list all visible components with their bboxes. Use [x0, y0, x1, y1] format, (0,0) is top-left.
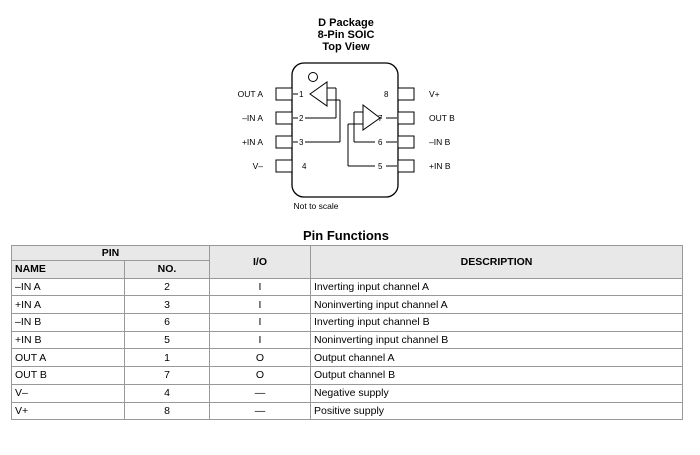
header-description: DESCRIPTION	[310, 245, 683, 279]
cell-io: I	[209, 330, 311, 350]
pin1-marker	[308, 72, 318, 82]
cell-io: I	[209, 277, 311, 297]
package-body	[291, 62, 399, 198]
pin-label-left: V–	[253, 161, 264, 171]
cell-desc: Negative supply	[310, 383, 683, 403]
pin-number: 1	[299, 90, 304, 99]
pin-number: 6	[378, 138, 383, 147]
header-io: I/O	[209, 245, 311, 279]
table-row: +IN B 5 I Noninverting input channel B	[11, 330, 683, 350]
op-amp-a-symbol	[305, 81, 341, 143]
pin-label-right: +IN B	[429, 161, 451, 171]
pin-label-right: –IN B	[429, 137, 451, 147]
pin-label-left: OUT A	[238, 89, 264, 99]
cell-name: –IN A	[11, 277, 125, 297]
cell-name: OUT B	[11, 366, 125, 385]
cell-name: OUT A	[11, 348, 125, 368]
table-row: +IN A 3 I Noninverting input channel A	[11, 295, 683, 315]
table-row: OUT B 7 O Output channel B	[11, 366, 683, 385]
pin-number: 4	[302, 162, 307, 171]
op-amp-b-symbol	[347, 103, 382, 167]
package-view: Top View	[322, 41, 370, 53]
pin-tab-7	[397, 111, 415, 125]
pin-functions-table: PIN I/O DESCRIPTION NAME NO. –IN A 2 I I…	[11, 245, 683, 421]
pin-tab-2	[275, 111, 293, 125]
cell-desc: Output channel B	[310, 366, 683, 385]
pin-number: 8	[384, 90, 389, 99]
header-name: NAME	[11, 260, 125, 279]
pinout-diagram: OUT A –IN A +IN A V– V+ OUT B –IN B +IN …	[238, 62, 455, 211]
pin-tab-6	[397, 135, 415, 149]
cell-name: –IN B	[11, 313, 125, 332]
table-row: –IN B 6 I Inverting input channel B	[11, 313, 683, 332]
scale-note: Not to scale	[294, 201, 339, 211]
package-type: 8-Pin SOIC	[317, 29, 375, 41]
cell-name: V–	[11, 383, 125, 403]
cell-no: 1	[124, 348, 210, 368]
cell-io: I	[209, 313, 311, 332]
cell-io: O	[209, 366, 311, 385]
pin-number: 2	[299, 114, 304, 123]
table-row: V+ 8 — Positive supply	[11, 401, 683, 421]
table-row: V– 4 — Negative supply	[11, 383, 683, 403]
cell-desc: Noninverting input channel B	[310, 330, 683, 350]
cell-desc: Noninverting input channel A	[310, 295, 683, 315]
cell-no: 4	[124, 383, 210, 403]
cell-name: V+	[11, 401, 125, 421]
cell-no: 5	[124, 330, 210, 350]
pin-label-right: OUT B	[429, 113, 455, 123]
table-row: –IN A 2 I Inverting input channel A	[11, 277, 683, 297]
pin-label-right: V+	[429, 89, 440, 99]
pin-number: 3	[299, 138, 304, 147]
pin-tab-1	[275, 87, 293, 101]
cell-io: O	[209, 348, 311, 368]
package-title: D Package	[318, 17, 374, 29]
pin-label-left: +IN A	[242, 137, 263, 147]
cell-name: +IN A	[11, 295, 125, 315]
cell-desc: Inverting input channel A	[310, 277, 683, 297]
header-no: NO.	[124, 260, 210, 279]
section-title: Pin Functions	[303, 228, 389, 243]
cell-desc: Inverting input channel B	[310, 313, 683, 332]
header-pin: PIN	[11, 245, 210, 261]
cell-io: —	[209, 401, 311, 421]
pin-tab-5	[397, 159, 415, 173]
cell-desc: Positive supply	[310, 401, 683, 421]
cell-no: 2	[124, 277, 210, 297]
pin-tab-3	[275, 135, 293, 149]
pin-label-left: –IN A	[242, 113, 263, 123]
pin-tab-8	[397, 87, 415, 101]
table-row: OUT A 1 O Output channel A	[11, 348, 683, 368]
pin-number: 5	[378, 162, 383, 171]
cell-name: +IN B	[11, 330, 125, 350]
pin-tab-4	[275, 159, 293, 173]
cell-no: 8	[124, 401, 210, 421]
cell-desc: Output channel A	[310, 348, 683, 368]
cell-io: I	[209, 295, 311, 315]
cell-no: 6	[124, 313, 210, 332]
cell-no: 7	[124, 366, 210, 385]
cell-no: 3	[124, 295, 210, 315]
cell-io: —	[209, 383, 311, 403]
